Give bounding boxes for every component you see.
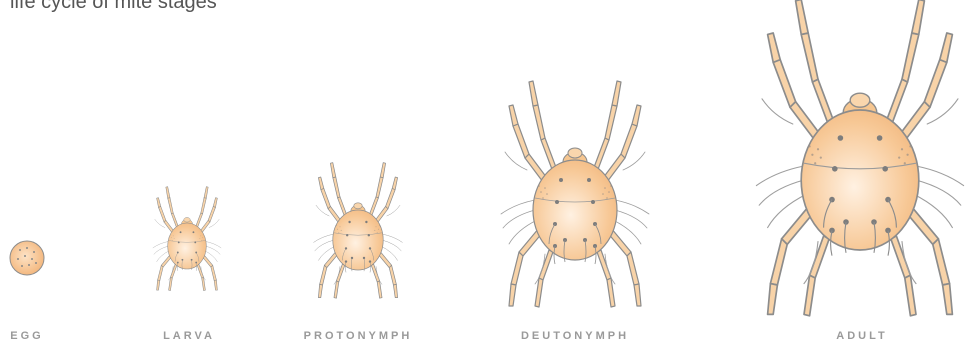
larva-illustration xyxy=(153,187,221,291)
stage-label-larva: LARVA xyxy=(163,330,215,342)
adult-illustration xyxy=(756,0,963,316)
stage-label-adult: ADULT xyxy=(836,330,887,342)
protonymph-illustration xyxy=(314,163,403,299)
deutonymph-illustration xyxy=(501,81,649,307)
stage-label-egg: EGG xyxy=(10,330,43,342)
stage-label-deutonymph: DEUTONYMPH xyxy=(521,330,629,342)
stage-label-protonymph: PROTONYMPH xyxy=(304,330,413,342)
